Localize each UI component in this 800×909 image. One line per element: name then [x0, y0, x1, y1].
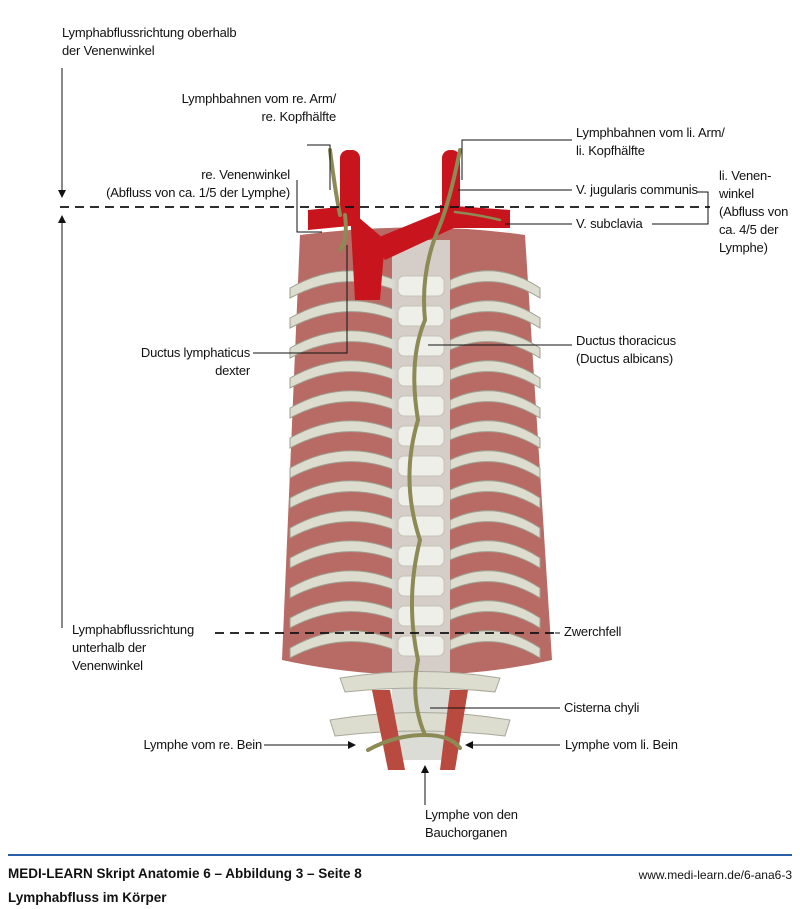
text-line: Lymphabflussrichtung: [72, 622, 194, 637]
text-line: li. Kopfhälfte: [576, 143, 645, 158]
leg-lymph-right: [366, 733, 427, 752]
thoracic-duct: [407, 148, 462, 737]
label-ductus-lymphaticus: Ductus lymphaticus dexter: [141, 344, 250, 380]
text-line: winkel: [719, 186, 754, 201]
rib: [289, 420, 396, 449]
rib: [449, 270, 541, 299]
label-left-leg: Lymphe vom li. Bein: [565, 737, 678, 752]
ribs: [289, 270, 541, 659]
vertebra: [397, 545, 445, 567]
label-right-venous-angle: re. Venenwinkel (Abfluss von ca. 1/5 der …: [106, 166, 290, 202]
text-line: der Venenwinkel: [62, 43, 155, 58]
vertebra: [397, 395, 445, 417]
leader-lines: [253, 139, 709, 709]
rib: [449, 510, 541, 539]
footer-url[interactable]: www.medi-learn.de/6-ana6-3: [638, 868, 792, 882]
text-line: dexter: [215, 363, 250, 378]
rib: [449, 630, 541, 659]
rib: [449, 450, 541, 479]
label-subclavia: V. subclavia: [576, 216, 643, 231]
label-left-arm: Lymphbahnen vom li. Arm/li. Kopfhälfte: [576, 124, 725, 160]
text-line: Venenwinkel: [72, 658, 143, 673]
vertebra: [397, 365, 445, 387]
text-line: re. Kopfhälfte: [261, 109, 336, 124]
rib: [449, 420, 541, 449]
vertebra: [397, 605, 445, 627]
text-line: re. Venenwinkel: [201, 167, 290, 182]
label-right-leg: Lymphe vom re. Bein: [143, 737, 262, 752]
rib: [289, 600, 396, 629]
lymph-vessels: [328, 148, 502, 752]
vertebra: [397, 485, 445, 507]
rib: [289, 360, 396, 389]
text-line: Lymphabflussrichtung oberhalb: [62, 25, 237, 40]
left-subclavian-vein: [440, 205, 510, 228]
rib: [449, 570, 541, 599]
label-ductus-thoracicus: Ductus thoracicus (Ductus albicans): [576, 332, 676, 368]
superior-vena-cava: [350, 210, 385, 300]
vertebra: [397, 335, 445, 357]
rib: [289, 540, 396, 569]
vertebra: [397, 455, 445, 477]
label-zwerchfell: Zwerchfell: [564, 624, 622, 639]
left-brachiocephalic-vein: [372, 210, 458, 260]
text-line: Bauchorganen: [425, 825, 508, 840]
rib: [449, 360, 541, 389]
text-line: Lymphe von den: [425, 807, 518, 822]
rib: [449, 540, 541, 569]
text-line: Lymphbahnen vom li. Arm/: [576, 125, 725, 140]
text-line: (Abfluss von ca. 1/5 der Lymphe): [106, 185, 290, 200]
footer-title: MEDI-LEARN Skript Anatomie 6 – Abbildung…: [8, 866, 362, 881]
text-line: unterhalb der: [72, 640, 147, 655]
vertebra: [397, 515, 445, 537]
label-jugularis: V. jugularis communis: [576, 182, 698, 197]
text-line: ca. 4/5 der: [719, 222, 779, 237]
rib: [449, 330, 541, 359]
label-right-arm: Lymphbahnen vom re. Arm/re. Kopfhälfte: [181, 90, 337, 126]
rib: [449, 600, 541, 629]
vertebra: [397, 275, 445, 297]
rib: [289, 510, 396, 539]
rib: [449, 300, 541, 329]
text-line: Lymphbahnen vom re. Arm/: [181, 91, 337, 106]
label-upper-flow: Lymphabflussrichtung oberhalb der Venenwi…: [62, 24, 237, 60]
rib: [449, 480, 541, 509]
rib: [289, 480, 396, 509]
text-line: (Ductus albicans): [576, 351, 674, 366]
rib: [289, 630, 396, 659]
vertebra: [397, 575, 445, 597]
vertebra: [397, 425, 445, 447]
right-jugular-vein: [340, 150, 360, 220]
psoas-muscle: [440, 690, 468, 770]
leg-lymph-left: [423, 733, 462, 750]
rib: [449, 390, 541, 419]
rib: [289, 450, 396, 479]
rib: [289, 330, 396, 359]
rib: [289, 390, 396, 419]
rib: [289, 570, 396, 599]
text-line: Lymphe): [719, 240, 768, 255]
vertebra: [397, 305, 445, 327]
vertebra: [397, 635, 445, 657]
psoas-muscle: [372, 690, 405, 770]
text-line: (Abfluss von: [719, 204, 789, 219]
left-subclavian-lymph: [453, 210, 502, 222]
text-line: Ductus thoracicus: [576, 333, 676, 348]
text-line: Ductus lymphaticus: [140, 345, 250, 360]
lumbar-vertebra: [339, 671, 501, 693]
right-lymphatic-duct: [328, 148, 348, 252]
rib: [289, 300, 396, 329]
text-line: li. Venen-: [719, 168, 772, 183]
footer-subtitle: Lymphabfluss im Körper: [8, 890, 167, 905]
label-cisterna-chyli: Cisterna chyli: [564, 700, 640, 715]
